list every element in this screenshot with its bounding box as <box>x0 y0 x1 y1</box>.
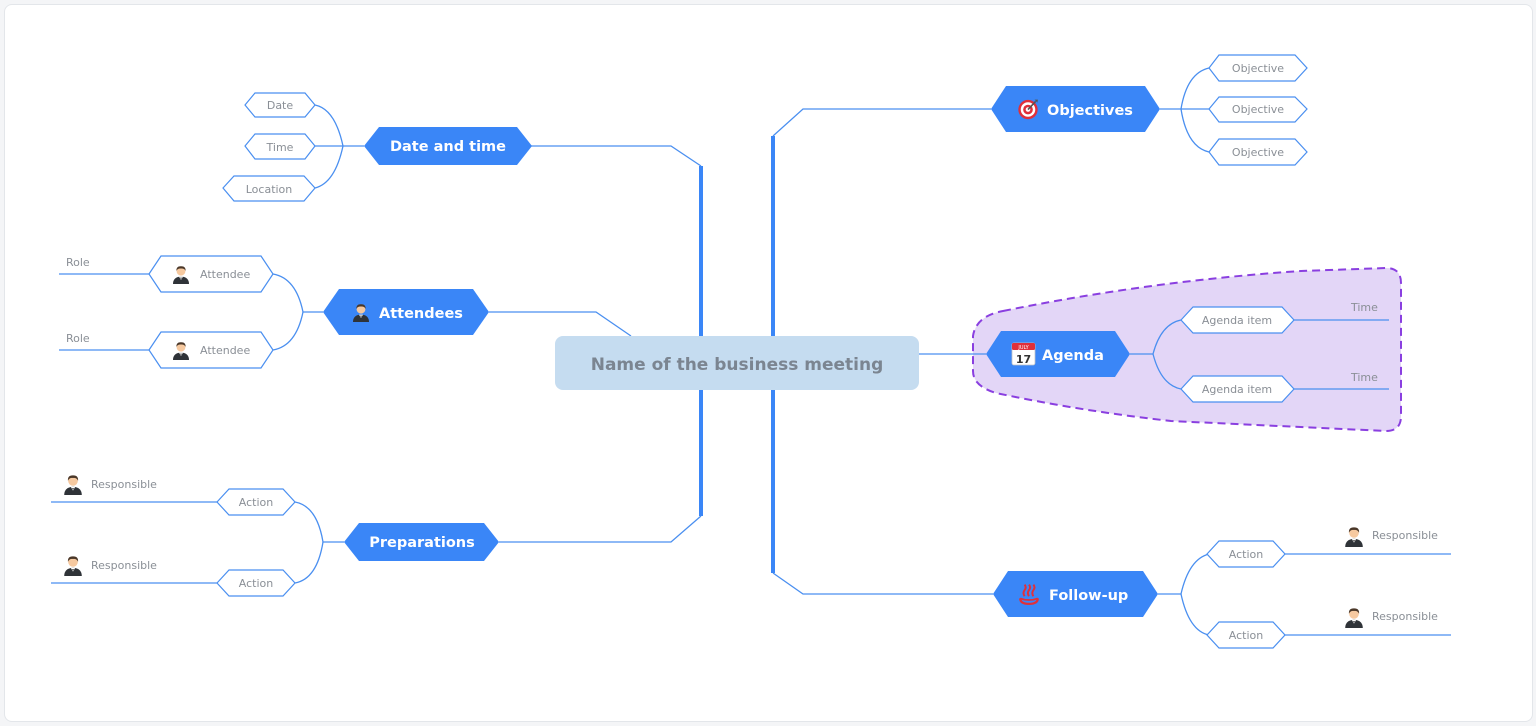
calendar-icon: JULY 17 <box>1011 342 1036 366</box>
topic-objectives-label: Objectives <box>1047 103 1133 119</box>
subtopic-time[interactable]: Time <box>244 133 316 160</box>
topic-date-and-time-label: Date and time <box>390 139 506 155</box>
connector-attendee-2 <box>272 311 304 351</box>
connector-prep-action-1 <box>294 501 344 543</box>
mindmap-diagram: Name of the business meeting Date and ti… <box>51 54 1451 649</box>
topic-objectives[interactable]: Objectives <box>991 86 1160 132</box>
subtopic-location-label: Location <box>246 183 293 196</box>
prep-responsible-2: Responsible <box>91 559 157 572</box>
mindmap-canvas: Name of the business meeting Date and ti… <box>4 4 1533 722</box>
follow-responsible-1: Responsible <box>1372 529 1438 542</box>
subtopic-location[interactable]: Location <box>222 175 316 202</box>
subtopic-time-label: Time <box>266 141 294 154</box>
agenda-boundary <box>972 266 1402 433</box>
subtopic-objective-2[interactable]: Objective <box>1208 96 1308 123</box>
subtopic-date[interactable]: Date <box>244 92 316 118</box>
central-topic[interactable]: Name of the business meeting <box>555 336 919 390</box>
connector-objective-3 <box>1180 108 1210 153</box>
topic-agenda-label: Agenda <box>1042 348 1104 364</box>
subtopic-attendee-1-label: Attendee <box>200 268 250 281</box>
subtopic-agenda-item-1[interactable]: Agenda item <box>1180 306 1295 334</box>
subtopic-attendee-2[interactable]: Attendee <box>148 331 274 369</box>
connector-objective-1 <box>1160 67 1210 110</box>
topic-preparations-label: Preparations <box>369 535 475 551</box>
connector-agenda-item-1 <box>1130 319 1182 355</box>
subtopic-agenda-item-2-label: Agenda item <box>1202 383 1272 396</box>
connector-attendees <box>489 311 632 337</box>
prep-responsible-1: Responsible <box>91 478 157 491</box>
subtopic-agenda-item-1-label: Agenda item <box>1202 314 1272 327</box>
attendee-2-role: Role <box>66 332 90 345</box>
connector-follow-action-1 <box>1158 553 1210 595</box>
topic-agenda[interactable]: JULY 17 Agenda <box>986 331 1130 377</box>
topic-follow-up-label: Follow-up <box>1049 588 1128 604</box>
connector-preparations <box>499 515 702 543</box>
connector-objectives <box>772 108 991 137</box>
subtopic-date-label: Date <box>267 99 294 112</box>
businessman-icon <box>64 475 82 495</box>
calendar-month: JULY <box>1017 345 1029 351</box>
businessman-icon <box>1345 608 1363 628</box>
connector-attendee-1 <box>272 273 323 313</box>
central-topic-label: Name of the business meeting <box>591 355 884 375</box>
topic-date-and-time[interactable]: Date and time <box>364 127 532 165</box>
topic-follow-up[interactable]: Follow-up <box>993 571 1158 617</box>
subtopic-prep-action-1[interactable]: Action <box>216 488 296 516</box>
connector-prep-action-2 <box>294 541 324 584</box>
subtopic-follow-action-2-label: Action <box>1229 629 1263 642</box>
businessman-icon <box>1345 527 1363 547</box>
topic-attendees[interactable]: Attendees <box>323 289 489 335</box>
subtopic-objective-2-label: Objective <box>1232 103 1284 116</box>
subtopic-agenda-item-2[interactable]: Agenda item <box>1180 375 1295 403</box>
connector-location <box>314 145 344 189</box>
connector-date-time <box>531 145 702 167</box>
agenda-time-1: Time <box>1350 301 1378 314</box>
follow-responsible-2: Responsible <box>1372 610 1438 623</box>
subtopic-prep-action-2-label: Action <box>239 577 273 590</box>
calendar-day: 17 <box>1016 353 1031 366</box>
subtopic-objective-3[interactable]: Objective <box>1208 138 1308 166</box>
subtopic-objective-1[interactable]: Objective <box>1208 54 1308 82</box>
subtopic-prep-action-2[interactable]: Action <box>216 569 296 597</box>
subtopic-follow-action-1[interactable]: Action <box>1206 540 1286 568</box>
subtopic-follow-action-2[interactable]: Action <box>1206 621 1286 649</box>
subtopic-prep-action-1-label: Action <box>239 496 273 509</box>
connector-date <box>314 104 364 147</box>
connector-follow-action-2 <box>1180 593 1210 636</box>
subtopic-follow-action-1-label: Action <box>1229 548 1263 561</box>
agenda-time-2: Time <box>1350 371 1378 384</box>
businessman-icon <box>64 556 82 576</box>
subtopic-objective-1-label: Objective <box>1232 62 1284 75</box>
topic-preparations[interactable]: Preparations <box>344 523 499 561</box>
subtopic-attendee-1[interactable]: Attendee <box>148 255 274 293</box>
subtopic-attendee-2-label: Attendee <box>200 344 250 357</box>
connector-follow-up <box>772 572 993 595</box>
attendee-1-role: Role <box>66 256 90 269</box>
subtopic-objective-3-label: Objective <box>1232 146 1284 159</box>
connector-agenda-item-2 <box>1152 353 1182 390</box>
topic-attendees-label: Attendees <box>379 306 463 322</box>
